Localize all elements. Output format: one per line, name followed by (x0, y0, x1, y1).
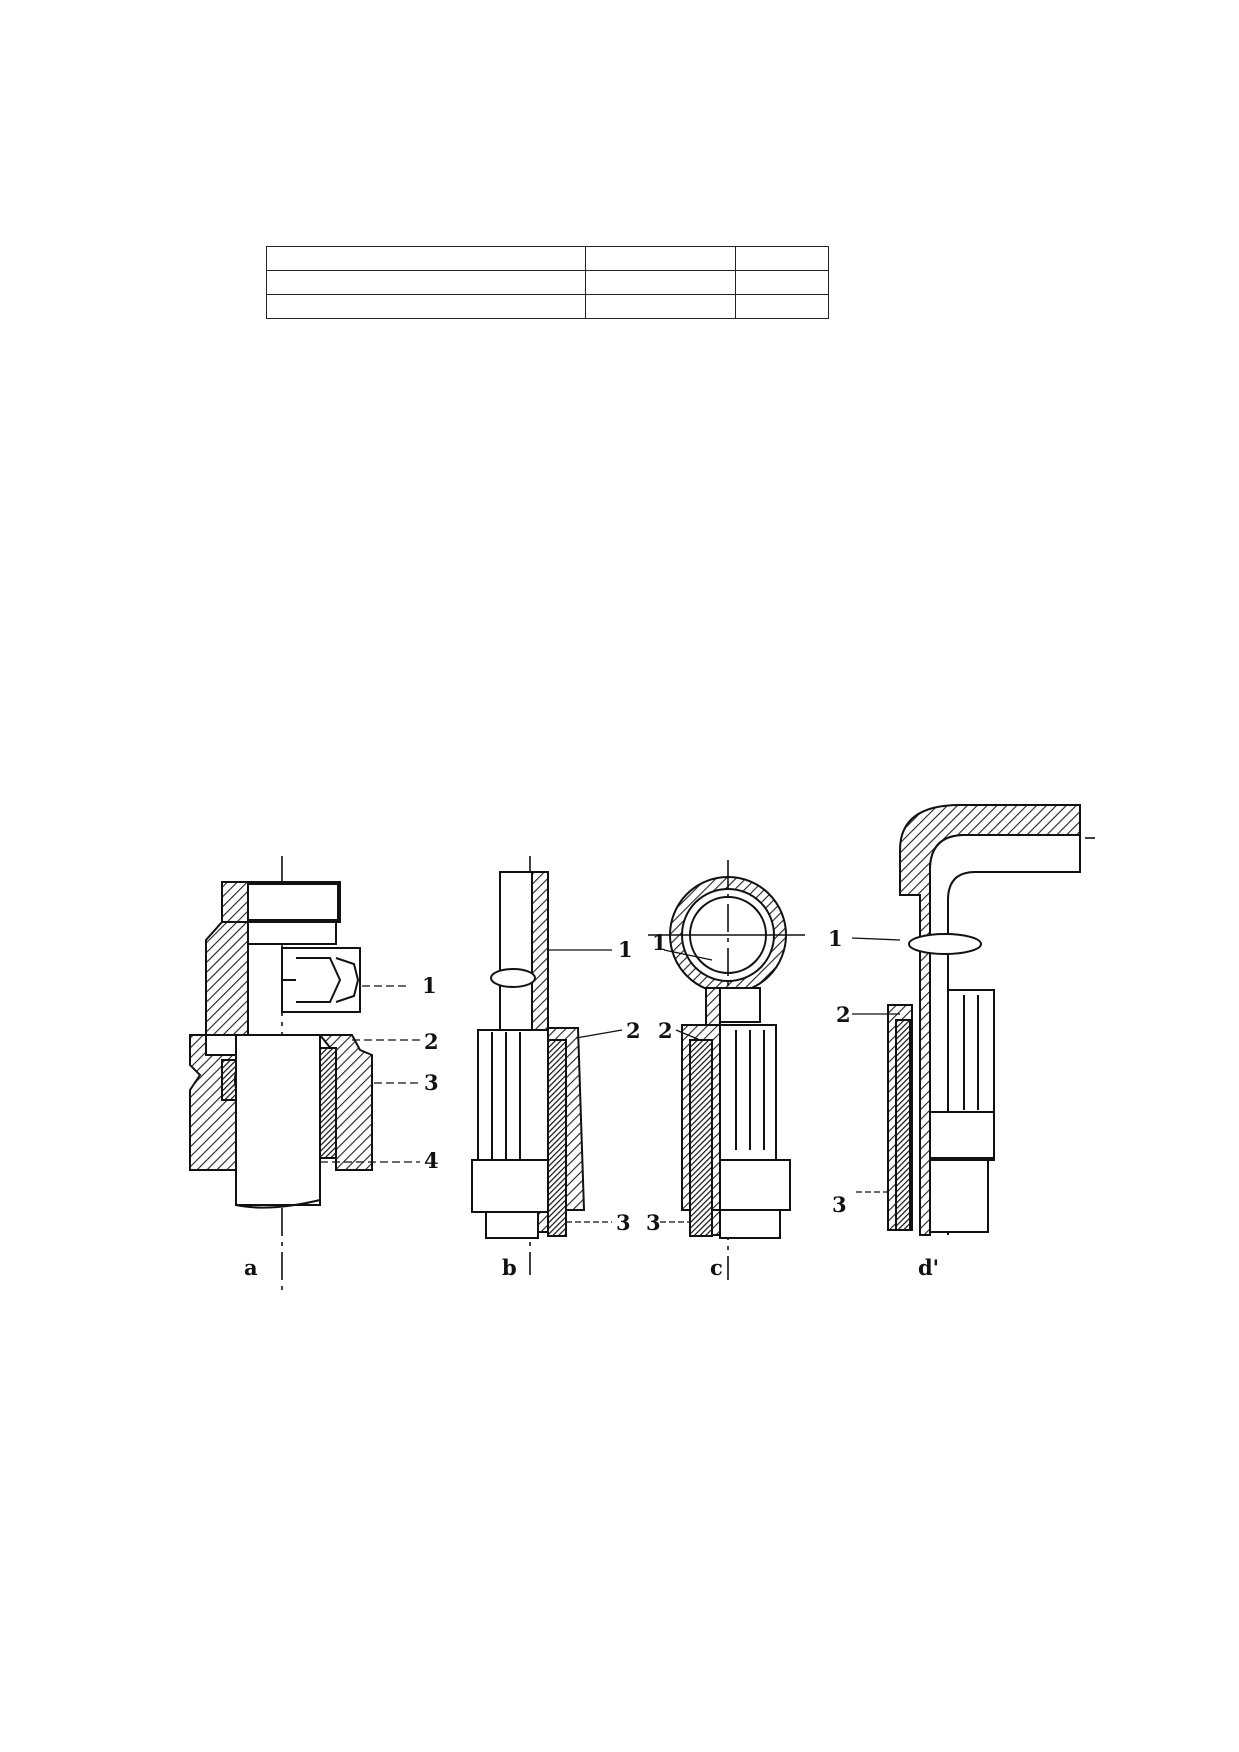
drawing-d (851, 804, 1095, 1236)
table-cell (266, 294, 586, 319)
callout-b-1: 1 (618, 937, 633, 962)
empty-table (266, 246, 829, 319)
table-cell (585, 294, 736, 319)
callout-a-4: 4 (424, 1148, 439, 1173)
callout-c-2: 2 (658, 1018, 673, 1043)
drawing-b (471, 856, 623, 1275)
callout-b-3: 3 (616, 1210, 631, 1235)
panel-label-d: d' (918, 1255, 939, 1280)
callout-d-3: 3 (832, 1192, 847, 1217)
panel-label-b: b (502, 1255, 517, 1280)
table-cell (735, 270, 829, 295)
callout-c-1: 1 (652, 930, 667, 955)
callout-d-2: 2 (836, 1002, 851, 1027)
drawing-a (189, 856, 420, 1290)
table-row (266, 294, 829, 319)
callout-a-3: 3 (424, 1070, 439, 1095)
table-cell (735, 246, 829, 271)
panel-label-a: a (244, 1255, 258, 1280)
callout-d-1: 1 (828, 926, 843, 951)
table-cell (735, 294, 829, 319)
callout-a-2: 2 (424, 1029, 439, 1054)
callout-c-3: 3 (646, 1210, 661, 1235)
callout-b-2: 2 (626, 1018, 641, 1043)
callout-a-1: 1 (422, 973, 437, 998)
panel-label-c: c (710, 1255, 723, 1280)
drawing-c (648, 860, 805, 1280)
